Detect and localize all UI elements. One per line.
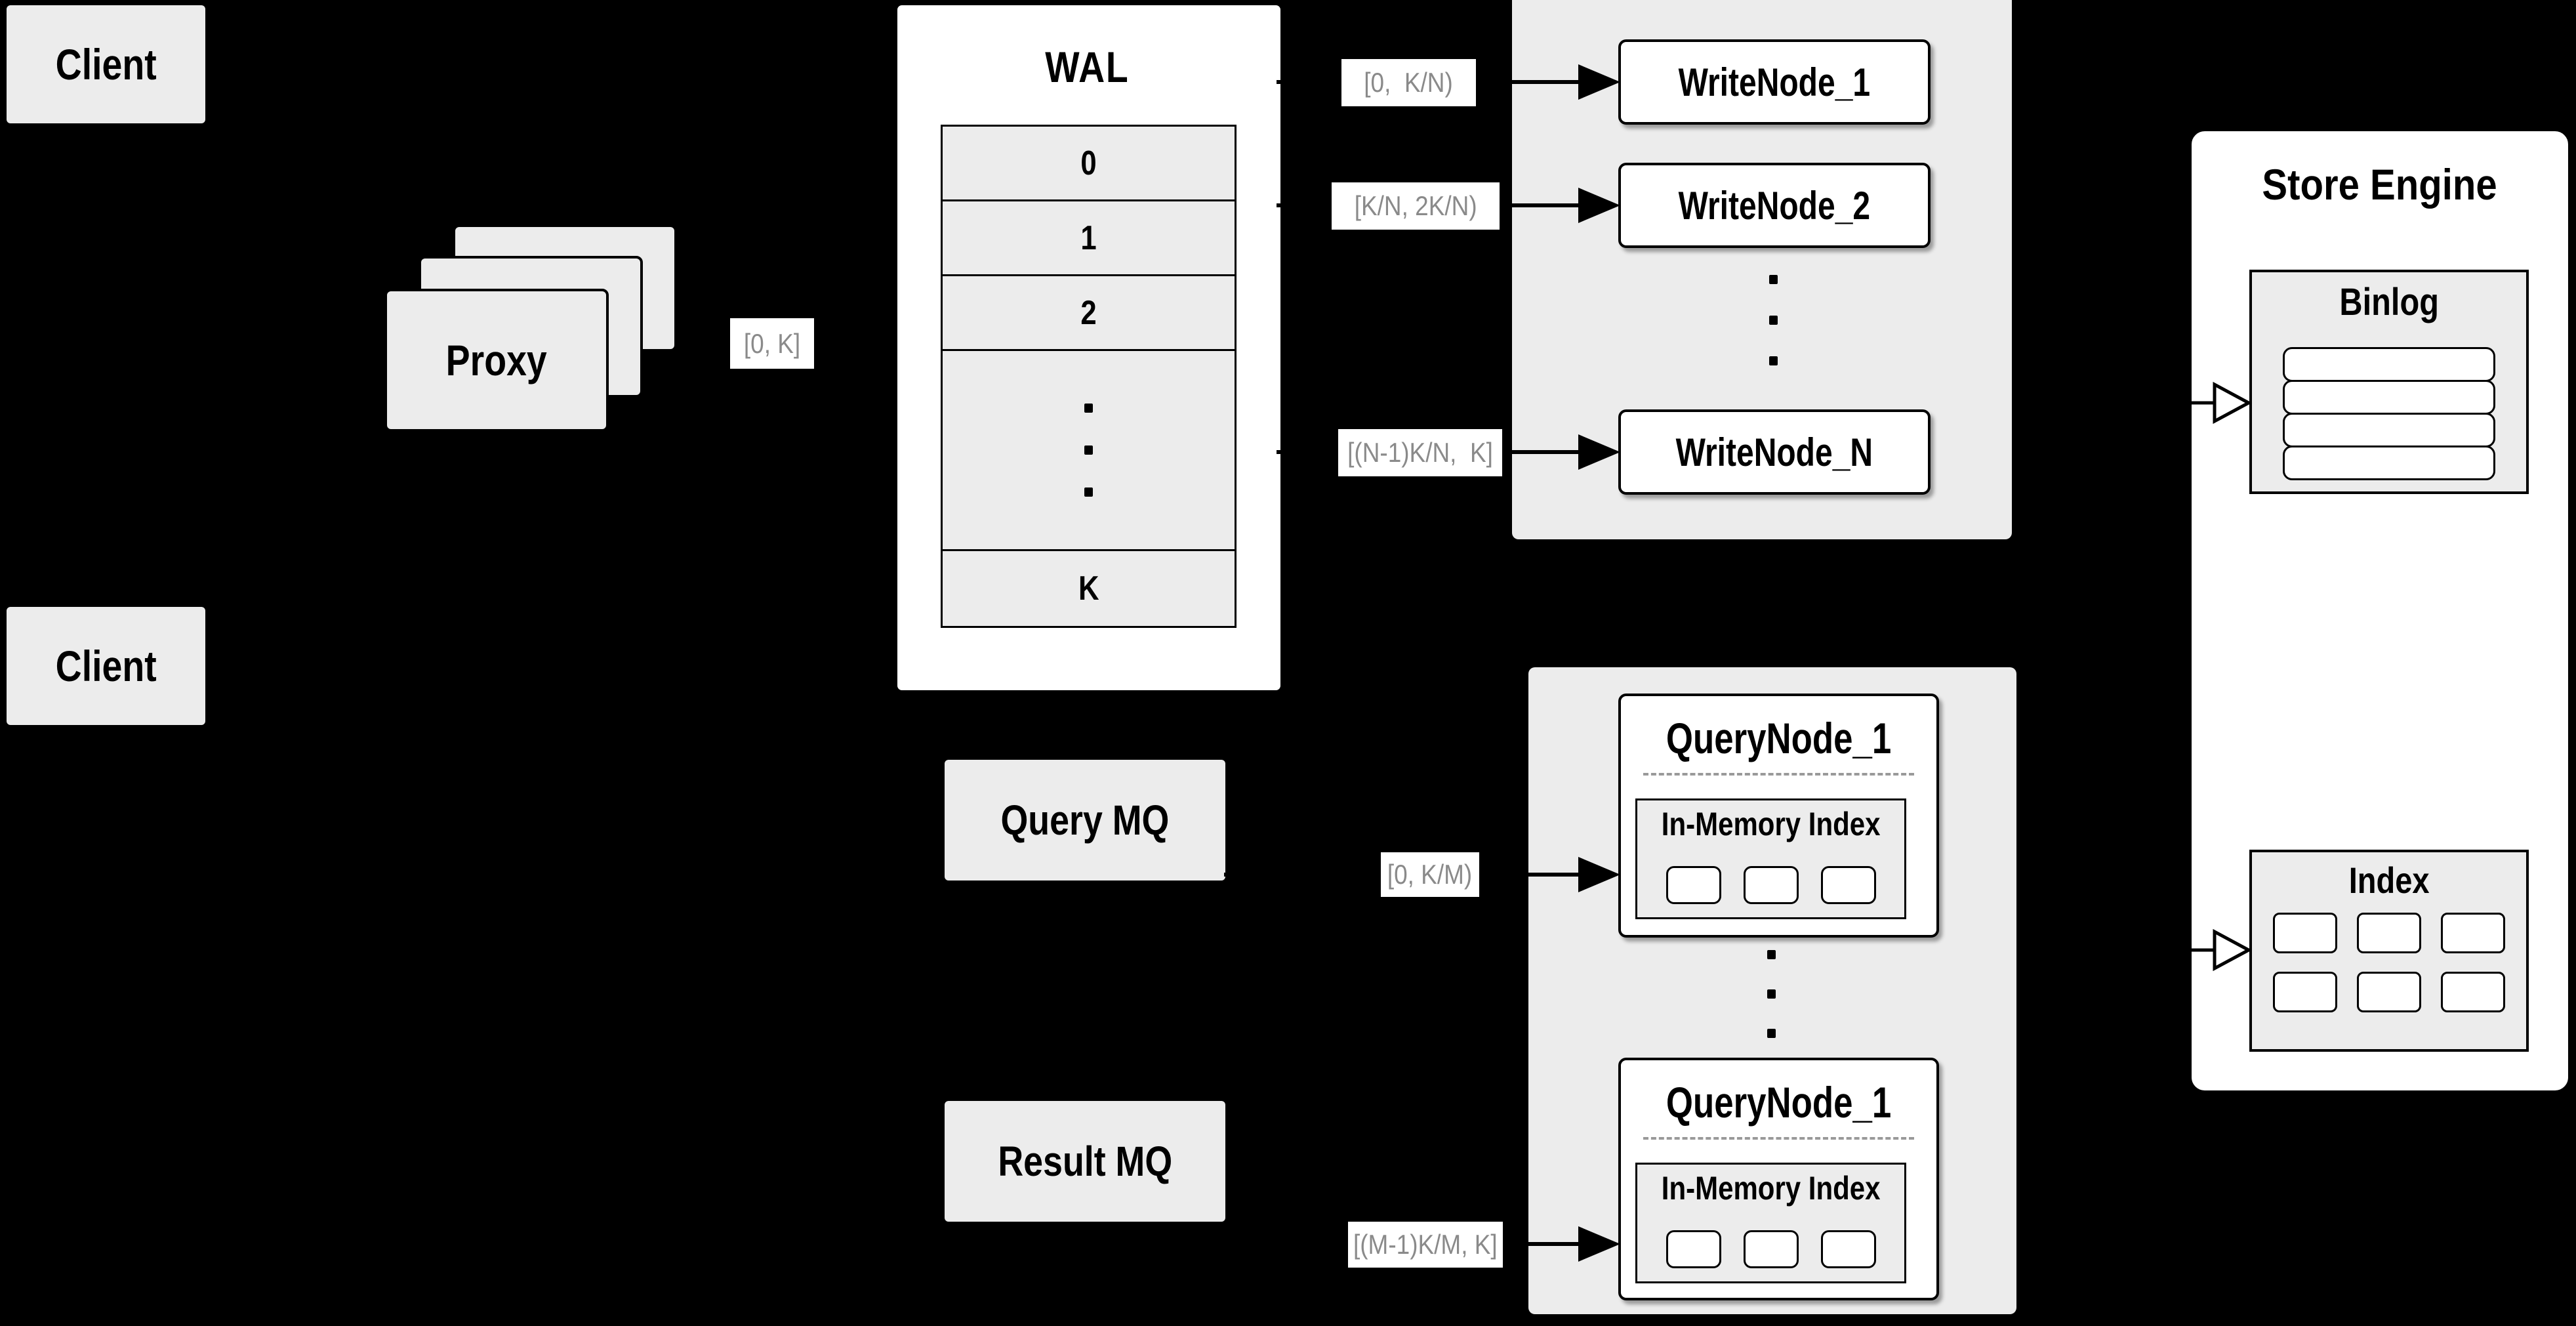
query-mq-box: Query MQ (945, 760, 1225, 881)
client-bottom-label: Client (55, 642, 157, 690)
index-cell (2441, 913, 2505, 953)
index-cell-row (2252, 913, 2526, 953)
proxy-label: Proxy (445, 336, 548, 384)
index-cell (2357, 972, 2421, 1012)
write-node-ellipsis (1760, 268, 1786, 373)
write-node-2-label: WriteNode_2 (1678, 183, 1871, 228)
in-memory-index-box: In-Memory Index (1635, 1163, 1906, 1283)
client-box-bottom: Client (7, 607, 205, 725)
ellipsis-dot (1768, 316, 1778, 325)
dashed-divider (1643, 1137, 1914, 1140)
index-cell (2273, 972, 2337, 1012)
in-memory-index-label: In-Memory Index (1661, 806, 1881, 842)
ellipsis-dot (1767, 989, 1776, 999)
ellipsis-dot (1767, 1029, 1776, 1038)
binlog-row (2283, 380, 2495, 415)
client-top-label: Client (55, 40, 157, 89)
binlog-box: Binlog (2249, 270, 2529, 494)
index-cell (2441, 972, 2505, 1012)
binlog-row (2283, 347, 2495, 382)
ellipsis-dot (1084, 404, 1093, 413)
ellipsis-dot (1768, 356, 1778, 365)
index-title: Index (2348, 859, 2430, 901)
client-box-top: Client (7, 5, 205, 123)
wal-segment-row-0: 0 (941, 125, 1237, 201)
dashed-divider (1643, 773, 1914, 776)
range-label-querynode2: [(M-1)K/M, K] (1348, 1222, 1503, 1268)
write-node-N-label: WriteNode_N (1675, 430, 1873, 474)
proxy-box-front: Proxy (384, 289, 609, 432)
binlog-row (2283, 445, 2495, 480)
range-label-writenodeN: [(N-1)K/N, K] (1338, 429, 1502, 476)
binlog-row (2283, 413, 2495, 447)
index-cells (2252, 894, 2526, 1012)
wal-segment-row-1: 1 (941, 199, 1237, 276)
index-box: Index (2249, 850, 2529, 1052)
index-cell (2273, 913, 2337, 953)
query-node-2-box: QueryNode_1 In-Memory Index (1618, 1058, 1939, 1300)
range-label-writenode1: [0, K/N) (1341, 59, 1476, 106)
result-mq-box: Result MQ (945, 1101, 1225, 1222)
memory-segment-cell (1666, 866, 1721, 904)
query-node-1-title: QueryNode_1 (1666, 714, 1892, 762)
index-cell-row (2252, 972, 2526, 1012)
memory-segment-cells (1637, 1230, 1904, 1268)
query-node-2-title: QueryNode_1 (1666, 1078, 1892, 1127)
write-node-1-box: WriteNode_1 (1618, 39, 1931, 125)
binlog-title: Binlog (2339, 280, 2439, 323)
ellipsis-dot (1084, 445, 1093, 455)
in-memory-index-label: In-Memory Index (1661, 1170, 1881, 1207)
memory-segment-cell (1820, 1230, 1876, 1268)
index-cell (2357, 913, 2421, 953)
write-node-1-label: WriteNode_1 (1678, 60, 1871, 104)
wal-segment-row-2: 2 (941, 274, 1237, 351)
memory-segment-cells (1637, 866, 1904, 904)
range-label-writenode2: [K/N, 2K/N) (1332, 182, 1500, 230)
result-mq-label: Result MQ (998, 1138, 1172, 1185)
memory-segment-cell (1820, 866, 1876, 904)
write-node-N-box: WriteNode_N (1618, 409, 1931, 495)
memory-segment-cell (1743, 1230, 1799, 1268)
wal-ellipsis-row (941, 349, 1237, 551)
ellipsis-dot (1768, 275, 1778, 284)
query-mq-label: Query MQ (1000, 797, 1170, 844)
range-label-querynode1: [0, K/M) (1381, 852, 1479, 897)
memory-segment-cell (1666, 1230, 1721, 1268)
query-node-ellipsis (1758, 945, 1784, 1043)
memory-segment-cell (1743, 866, 1799, 904)
store-engine-title: Store Engine (2262, 160, 2498, 209)
wal-segment-row-K: K (941, 549, 1237, 628)
ellipsis-dot (1767, 950, 1776, 959)
binlog-rows (2283, 347, 2495, 480)
write-node-2-box: WriteNode_2 (1618, 163, 1931, 248)
range-label-proxy-wal: [0, K] (730, 318, 814, 369)
wal-title: WAL (1044, 43, 1130, 91)
query-node-1-box: QueryNode_1 In-Memory Index (1618, 694, 1939, 938)
in-memory-index-box: In-Memory Index (1635, 798, 1906, 919)
ellipsis-dot (1084, 487, 1093, 497)
